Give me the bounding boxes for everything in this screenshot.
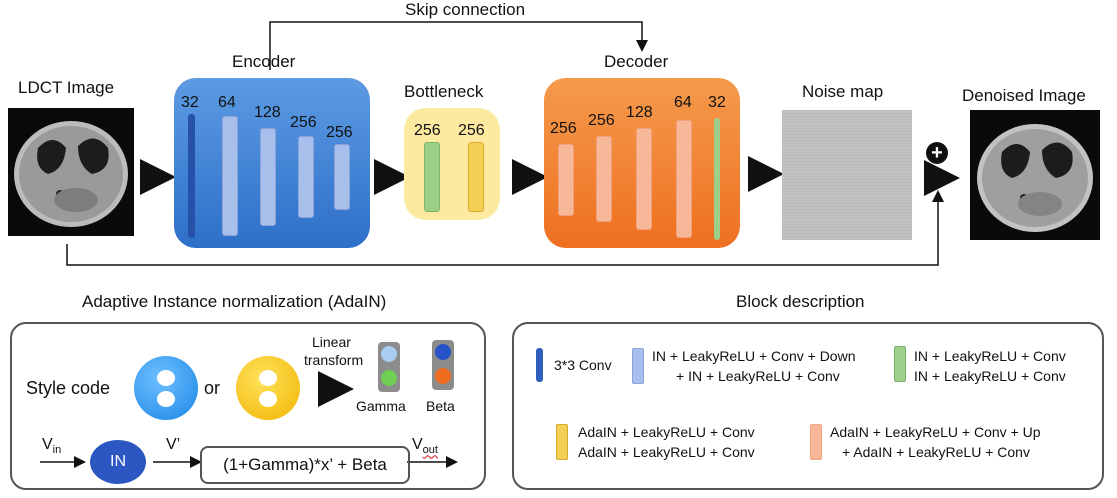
legend-green-label-1: IN + LeakyReLU + Conv — [914, 348, 1066, 364]
legend-down-swatch — [632, 348, 644, 384]
style-dot — [157, 370, 175, 386]
dec-ch-4: 64 — [674, 94, 692, 111]
noise-map-label: Noise map — [802, 82, 884, 101]
block-description-panel — [512, 322, 1104, 490]
block-description-title: Block description — [736, 292, 865, 311]
encoder-label: Encoder — [232, 52, 296, 71]
decoder-block: 256 256 128 64 32 — [544, 78, 740, 248]
enc-down-block-1 — [222, 116, 238, 236]
add-icon: + — [926, 142, 948, 164]
linear-transform-label-1: Linear — [312, 334, 351, 350]
enc-ch-2: 64 — [218, 94, 236, 111]
legend-conv-label: 3*3 Conv — [554, 357, 612, 373]
v-out-label: Vout — [412, 436, 438, 457]
gamma-vector — [378, 342, 400, 392]
dec-ch-3: 128 — [626, 104, 653, 121]
bottleneck-block: 256 256 — [404, 108, 500, 220]
gamma-value-bottom — [381, 370, 397, 386]
beta-value-bottom — [435, 368, 451, 384]
ct-scan-icon — [977, 124, 1093, 232]
enc-down-block-3 — [298, 136, 314, 218]
dec-up-block-4 — [676, 120, 692, 238]
legend-green-swatch — [894, 346, 906, 382]
or-label: or — [204, 378, 221, 398]
linear-transform-label-2: transform — [304, 352, 364, 368]
flow-arrows — [140, 156, 960, 196]
output-label: Denoised Image — [962, 86, 1086, 105]
encoder-block: 32 64 128 256 256 — [174, 78, 370, 248]
legend-conv-swatch — [536, 348, 543, 382]
bn-yellow-block — [468, 142, 484, 212]
beta-label: Beta — [426, 398, 455, 414]
legend-yellow-label-2: AdaIN + LeakyReLU + Conv — [578, 444, 755, 460]
legend-up-swatch — [810, 424, 822, 460]
denoised-image — [970, 110, 1100, 240]
legend-down-label-1: IN + LeakyReLU + Conv + Down — [652, 348, 856, 364]
adain-panel — [10, 322, 486, 490]
style-dot — [157, 391, 175, 407]
gamma-label: Gamma — [356, 398, 406, 414]
dec-green-bar — [714, 118, 720, 240]
bottleneck-label: Bottleneck — [404, 82, 484, 101]
style-dot — [259, 370, 277, 386]
dec-ch-5: 32 — [708, 94, 726, 111]
dec-up-block-2 — [596, 136, 612, 222]
beta-value-top — [435, 344, 451, 360]
ct-scan-icon — [14, 121, 128, 227]
legend-green-label-2: IN + LeakyReLU + Conv — [914, 368, 1066, 384]
enc-ch-4: 256 — [290, 114, 317, 131]
legend-yellow-swatch — [556, 424, 568, 460]
ldct-image — [8, 108, 134, 236]
conv-bar — [188, 114, 195, 238]
bn-ch-1: 256 — [414, 122, 441, 139]
dec-up-block-3 — [636, 128, 652, 230]
formula-box: (1+Gamma)*x’ + Beta — [200, 446, 410, 484]
style-code-label: Style code — [26, 378, 111, 398]
adain-title: Adaptive Instance normalization (AdaIN) — [82, 292, 387, 311]
beta-vector — [432, 340, 454, 390]
dec-ch-2: 256 — [588, 112, 615, 129]
v-in-label: Vin — [42, 436, 62, 457]
dec-up-block-1 — [558, 144, 574, 216]
instance-norm-node: IN — [90, 440, 146, 484]
style-code-blue — [134, 356, 198, 420]
legend-up-label-1: AdaIN + LeakyReLU + Conv + Up — [830, 424, 1041, 440]
legend-yellow-label-1: AdaIN + LeakyReLU + Conv — [578, 424, 755, 440]
enc-down-block-2 — [260, 128, 276, 226]
dec-ch-1: 256 — [550, 120, 577, 137]
legend-up-label-2: + AdaIN + LeakyReLU + Conv — [842, 444, 1030, 460]
input-label: LDCT Image — [18, 78, 115, 97]
legend-down-label-2: + IN + LeakyReLU + Conv — [676, 368, 840, 384]
style-code-yellow — [236, 356, 300, 420]
bn-green-block — [424, 142, 440, 212]
enc-ch-3: 128 — [254, 104, 281, 121]
style-dot — [259, 391, 277, 407]
decoder-label: Decoder — [604, 52, 669, 71]
enc-ch-1: 32 — [181, 94, 199, 111]
noise-map-image — [782, 110, 912, 240]
enc-ch-5: 256 — [326, 124, 353, 141]
skip-connection-label: Skip connection — [405, 0, 526, 19]
bn-ch-2: 256 — [458, 122, 485, 139]
v-prime-label: V’ — [166, 436, 181, 453]
enc-down-block-4 — [334, 144, 350, 210]
gamma-value-top — [381, 346, 397, 362]
